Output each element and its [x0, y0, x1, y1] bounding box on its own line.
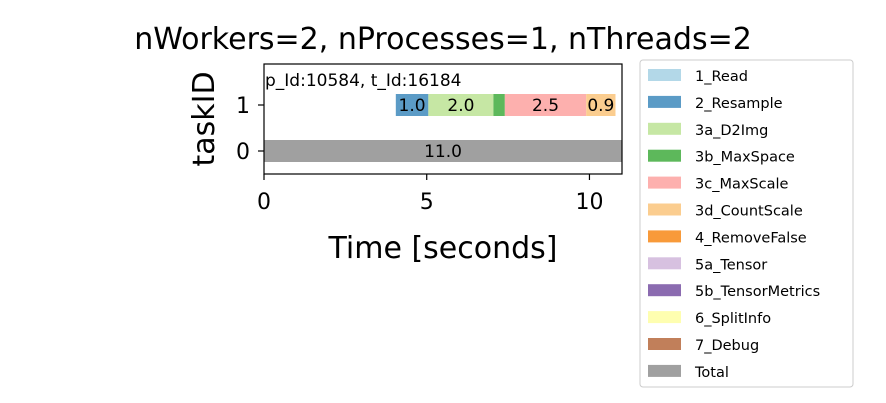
x-ticks: 0 5 10 [257, 174, 603, 215]
x-tick-label: 5 [420, 190, 434, 215]
x-tick-label: 0 [257, 190, 271, 215]
bars-group [264, 94, 622, 162]
legend-label: 4_RemoveFalse [695, 230, 807, 246]
legend-swatch [648, 203, 681, 216]
legend: 1_Read 2_Resample 3a_D2Img 3b_MaxSpace 3c_Ma… [639, 59, 854, 388]
chart-title: nWorkers=2, nProcesses=1, nThreads=2 [134, 22, 752, 57]
legend-label: 3b_MaxSpace [695, 150, 795, 166]
legend-swatch [648, 364, 681, 377]
y-ticks: 01 [236, 94, 264, 165]
legend-swatch [648, 122, 681, 135]
bar-label: 0.9 [587, 96, 614, 116]
legend-label: Total [694, 365, 729, 381]
bar-3c-maxscale-task1 [504, 94, 587, 116]
bar-2-resample-task1 [395, 94, 429, 116]
legend-swatch [648, 149, 681, 162]
legend-label: 2_Resample [695, 96, 783, 112]
legend-swatch [648, 257, 681, 270]
legend-swatch [648, 284, 681, 297]
legend-swatch [648, 230, 681, 243]
legend-swatch [648, 338, 681, 350]
x-axis-label: Time [seconds] [328, 231, 558, 266]
legend-label: 3a_D2Img [695, 123, 768, 139]
bar-3b-maxspace-task1 [493, 94, 505, 116]
bar-label: 2.5 [532, 96, 559, 116]
legend-label: 6_SplitInfo [695, 311, 771, 327]
legend-swatch [648, 69, 681, 81]
bar-3d-countscale-task1 [586, 94, 616, 116]
legend-label: 5a_Tensor [695, 257, 767, 273]
x-tick-label: 10 [575, 190, 603, 215]
y-axis-label: taskID [187, 71, 222, 166]
legend-swatch [648, 311, 681, 324]
legend-swatch [648, 176, 681, 189]
plot-frame [263, 63, 623, 175]
legend-label: 5b_TensorMetrics [695, 284, 820, 300]
y-tick-label: 1 [236, 94, 250, 119]
legend-label: 1_Read [695, 69, 748, 85]
legend-label: 7_Debug [695, 338, 759, 354]
bar-label: 2.0 [447, 96, 474, 116]
y-tick-label: 0 [236, 140, 250, 165]
legend-items: 1_Read 2_Resample 3a_D2Img 3b_MaxSpace 3c_Ma… [648, 69, 820, 381]
legend-frame [639, 59, 854, 388]
bar-total-task0 [264, 140, 622, 162]
process-thread-annotation: p_Id:10584, t_Id:16184 [265, 71, 462, 91]
bar-label: 11.0 [424, 142, 462, 162]
legend-swatch [648, 95, 681, 108]
bar-label: 1.0 [399, 96, 426, 116]
legend-label: 3d_CountScale [695, 204, 803, 220]
legend-label: 3c_MaxScale [695, 177, 789, 193]
bar-labels-group: 1.0 2.0 2.5 0.9 11.0 [399, 96, 615, 162]
bar-3a-d2img-task1 [428, 94, 494, 116]
